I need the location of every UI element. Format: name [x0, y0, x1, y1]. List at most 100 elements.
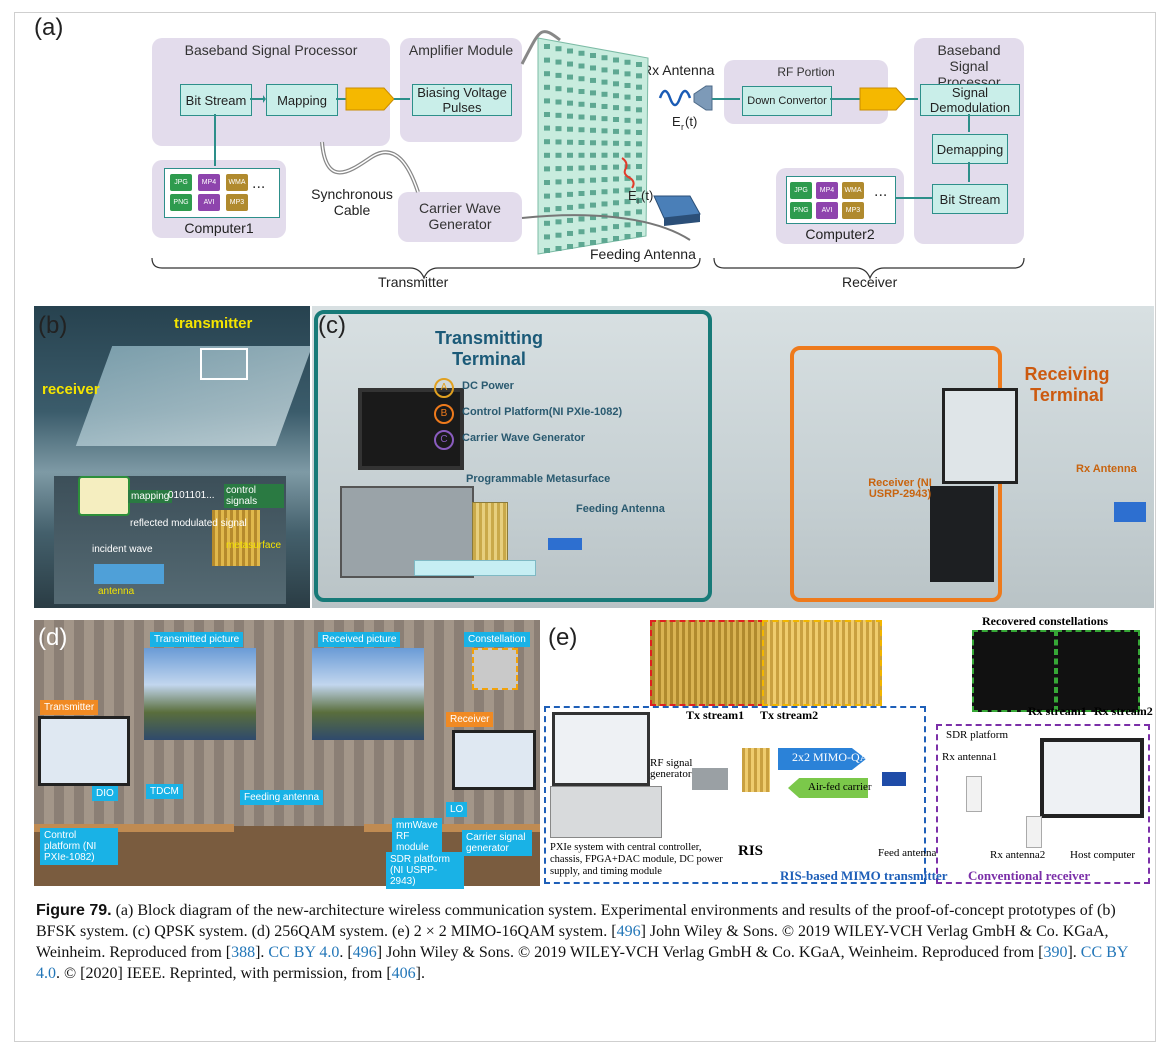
- metasurface-cell: [636, 107, 642, 113]
- ref-496-b[interactable]: 496: [352, 944, 377, 961]
- metasurface-cell: [555, 246, 562, 251]
- e-pxie-label: PXIe system with central controller, cha…: [550, 842, 723, 877]
- carrier-gen-label: Carrier Wave Generator: [419, 200, 501, 232]
- metasurface-cell: [555, 219, 562, 225]
- down-convertor-box: Down Convertor: [742, 86, 832, 116]
- svg-text:r: r: [681, 122, 684, 132]
- b-metasurface-label: metasurface: [226, 540, 282, 551]
- metasurface-cell: [636, 220, 642, 226]
- metasurface-cell: [578, 140, 585, 145]
- c-receiver-label: Receiver (NI USRP-2943): [868, 477, 932, 500]
- e-rx-antenna1: Rx antenna1: [942, 751, 998, 763]
- metasurface-cell: [590, 152, 596, 158]
- file-icon: WMA: [842, 182, 864, 199]
- metasurface-cell: [601, 79, 608, 85]
- ref-388[interactable]: 388: [231, 944, 256, 961]
- biasing-box: Biasing Voltage Pulses: [412, 84, 512, 116]
- metasurface-cell: [636, 118, 642, 124]
- metasurface-cell: [613, 105, 619, 111]
- metasurface-cell: [624, 222, 631, 228]
- metasurface-cell: [590, 115, 596, 121]
- metasurface-cell: [601, 152, 608, 158]
- metasurface-cell: [624, 106, 631, 112]
- metasurface-cell: [590, 65, 596, 71]
- metasurface-cell: [601, 164, 608, 170]
- ref-390[interactable]: 390: [1043, 944, 1068, 961]
- metasurface-cell: [613, 224, 619, 230]
- metasurface-cell: [555, 166, 562, 172]
- transmitter-brace: [151, 257, 701, 280]
- metasurface-cell: [567, 100, 573, 106]
- cc-by-link-2[interactable]: CC BY 4.0: [36, 944, 1128, 982]
- metasurface-cell: [636, 232, 642, 237]
- ref-496-a[interactable]: 496: [616, 923, 641, 940]
- receiver-brace: [713, 257, 1025, 280]
- adc-shape: [859, 87, 907, 111]
- metasurface-cell: [578, 101, 585, 107]
- metasurface-cell: [613, 140, 619, 146]
- metasurface-cell: [544, 44, 550, 49]
- metasurface-cell: [544, 71, 550, 77]
- file-icon: PNG: [790, 202, 812, 219]
- panel-d-letter: (d): [38, 624, 68, 651]
- metasurface-cell: [613, 93, 619, 99]
- feeding-antenna-photo: [548, 538, 582, 550]
- rx-constellation-1: [972, 630, 1056, 712]
- feeding-antenna-label: Feeding Antenna: [590, 246, 696, 262]
- e-ris-mimo-tx: RIS-based MIMO transmitter: [780, 868, 948, 883]
- b-mapping-label: mapping: [128, 490, 173, 503]
- metasurface-cell: [601, 103, 608, 109]
- metasurface-cell: [590, 227, 596, 233]
- c-item-label: Control Platform(NI PXIe-1082): [462, 406, 623, 418]
- metasurface-cell: [544, 98, 550, 104]
- svg-text:(t): (t): [685, 114, 697, 129]
- ei-label: E: [628, 188, 637, 203]
- feed-antenna-photo: [882, 772, 906, 786]
- metasurface-cell: [555, 112, 562, 118]
- metasurface-cell: [636, 84, 642, 90]
- caption-text-1: (a) Block diagram of the new-architectur…: [36, 902, 1116, 940]
- metasurface-cell: [613, 188, 619, 194]
- d-mmwave-tag: mmWave RF module: [392, 818, 442, 855]
- d-transmitter-tag: Transmitter: [40, 700, 99, 715]
- caption-text-8: ].: [415, 965, 425, 982]
- ref-406[interactable]: 406: [391, 965, 416, 982]
- cc-by-link-1[interactable]: CC BY 4.0: [268, 944, 340, 961]
- panel-e: [542, 620, 1154, 886]
- panel-c-letter: (c): [318, 312, 346, 339]
- metasurface-cell: [578, 114, 585, 120]
- metasurface-cell: [567, 48, 573, 54]
- metasurface-cell: [636, 130, 642, 135]
- university-logo: [78, 476, 130, 516]
- e-sdr-platform: SDR platform: [946, 729, 1009, 741]
- b-control-signals: control signals: [224, 484, 284, 508]
- file-icon: WMA: [226, 174, 248, 191]
- metasurface-cell: [544, 112, 550, 117]
- d-constellation-tag: Constellation: [464, 632, 530, 647]
- metasurface-cell: [544, 180, 550, 185]
- metasurface-cell: [624, 175, 631, 181]
- metasurface-cell: [567, 191, 573, 197]
- b-antenna-label: antenna: [98, 586, 135, 597]
- metasurface-cell: [555, 59, 562, 65]
- metasurface-cell: [567, 244, 573, 249]
- metasurface-cell: [590, 240, 596, 245]
- metasurface-cell: [544, 207, 550, 213]
- metasurface-cell: [567, 217, 573, 223]
- file-icon: JPG: [790, 182, 812, 199]
- e-host-computer: Host computer: [1070, 849, 1136, 861]
- metasurface-cell: [590, 165, 596, 171]
- metasurface-cell: [590, 102, 596, 108]
- tx-monitor: [358, 388, 464, 470]
- metasurface-cell: [555, 179, 562, 185]
- foam-block: [414, 560, 536, 576]
- metasurface-cell: [613, 200, 619, 206]
- panel-a-drawing: E i (t) E r (t): [151, 30, 1025, 280]
- rx-antenna1-device: [966, 776, 982, 812]
- metasurface-cell: [578, 191, 585, 196]
- metasurface-cell: [567, 230, 573, 236]
- metasurface-cell: [544, 234, 550, 240]
- metasurface-cell: [613, 152, 619, 158]
- metasurface-cell: [613, 57, 619, 63]
- metasurface-cell: [567, 139, 573, 145]
